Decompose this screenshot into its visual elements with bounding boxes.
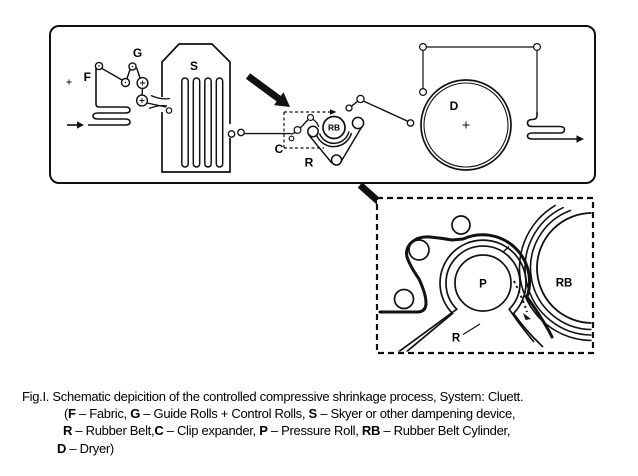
caption-line-2: (F – Fabric, G – Guide Rolls + Control R… [64, 406, 516, 422]
inset-nip-arrow-icon [523, 313, 531, 320]
label-rb-small: RB [328, 123, 340, 133]
expander-guide-arrow-icon [330, 109, 337, 115]
dryer-drum [420, 79, 512, 171]
fabric-entry-festoon [88, 68, 131, 126]
rubber-belt-cylinder-small [322, 115, 346, 140]
caption-title: Fig.I. Schematic depicition of the contr… [22, 389, 524, 404]
process-diagram: F G S C [49, 25, 596, 355]
dryer-felt-frame [419, 42, 541, 112]
guide-control-rolls [66, 61, 167, 108]
clip-expander-box [283, 111, 330, 149]
skyer-chamber [148, 43, 245, 173]
inset-rubber-belt-outer [405, 239, 544, 352]
caption-line-3: R – Rubber Belt,C – Clip expander, P – P… [63, 423, 511, 439]
output-flow-arrow-icon [576, 135, 584, 143]
main-diagram-frame [49, 25, 596, 184]
label-dryer: D [450, 99, 459, 113]
callout-arrow-main-icon [245, 73, 290, 107]
caption-line-4: D – Dryer) [57, 440, 114, 456]
inset-fabric-path [378, 233, 554, 339]
fabric-exit-festoon [526, 112, 577, 140]
inset-pressure-roll [454, 254, 512, 312]
figure-caption: Fig.I. Schematic depicition of the contr… [0, 388, 636, 457]
inset-r-pointer [462, 323, 481, 336]
caption-line-1: Fig.I. Schematic depicition of the contr… [22, 388, 636, 405]
label-guide-rolls: G [133, 46, 142, 60]
label-skyer: S [190, 59, 198, 73]
inset-label-rubber-belt: R [452, 333, 461, 345]
inset-rb-cylinder [536, 212, 592, 324]
belt-unit [288, 113, 365, 166]
label-fabric: F [84, 70, 91, 84]
inset-rubber-belt-inner [397, 245, 535, 352]
inset-label-pressure-roll: P [479, 279, 487, 291]
run-to-dryer [345, 94, 415, 127]
inset-label-rb: RB [556, 278, 573, 290]
label-rubber-belt: R [305, 156, 314, 170]
inset-detail [378, 204, 592, 352]
label-clip-expander: C [275, 142, 284, 156]
inset-nip-hatch [513, 280, 528, 313]
input-flow-arrow-icon [67, 121, 84, 129]
